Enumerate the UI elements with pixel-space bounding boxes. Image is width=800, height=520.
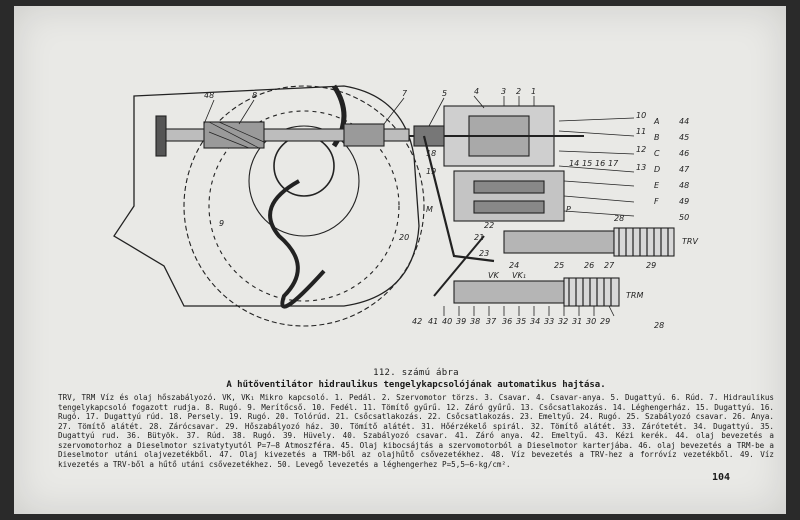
- label-48: 48: [204, 91, 214, 100]
- dip-pipe: [268, 179, 326, 309]
- label-29b: 29: [600, 317, 610, 326]
- label-8: 8: [252, 91, 257, 100]
- label-31: 31: [572, 317, 582, 326]
- label-3: 3: [501, 87, 506, 96]
- hand-wheel: [155, 115, 167, 157]
- flow-48: 48: [679, 181, 689, 190]
- label-34: 34: [530, 317, 540, 326]
- label-20: 20: [399, 233, 409, 242]
- scanned-page: 48 8 7 5 4 3 2 1 10 11 12 13 A B C D E F…: [14, 6, 786, 514]
- flow-a: A: [653, 117, 659, 126]
- flow-50: 50: [679, 213, 689, 222]
- label-11: 11: [636, 127, 646, 136]
- thermostat-trm: [453, 280, 565, 304]
- fan-ring-outer: [183, 85, 425, 327]
- label-24: 24: [509, 261, 519, 270]
- label-39: 39: [456, 317, 466, 326]
- label-15: 15: [582, 159, 592, 168]
- label-p: P: [566, 205, 571, 214]
- figure-legend: TRV, TRM Víz és olaj hőszabályozó. VK, V…: [58, 393, 774, 469]
- label-m: M: [426, 205, 433, 214]
- label-36: 36: [502, 317, 512, 326]
- label-trm: TRM: [626, 291, 643, 300]
- label-12: 12: [636, 145, 646, 154]
- flow-47: 47: [679, 165, 690, 174]
- figure-caption: 112. számú ábra A hűtőventilátor hidraul…: [58, 368, 774, 469]
- label-14: 14: [569, 159, 579, 168]
- label-21: 21: [474, 233, 484, 242]
- label-7: 7: [402, 89, 408, 98]
- label-29a: 29: [646, 261, 656, 270]
- label-40: 40: [442, 317, 452, 326]
- flow-49: 49: [679, 197, 689, 206]
- label-37: 37: [486, 317, 497, 326]
- linkage-rod: [422, 135, 495, 263]
- label-30: 30: [586, 317, 596, 326]
- label-27: 27: [604, 261, 615, 270]
- flow-45: 45: [679, 133, 689, 142]
- housing-outline: [113, 85, 420, 307]
- label-35: 35: [516, 317, 526, 326]
- label-33: 33: [544, 317, 554, 326]
- label-9: 9: [219, 219, 224, 228]
- label-5: 5: [442, 89, 447, 98]
- technical-drawing: 48 8 7 5 4 3 2 1 10 11 12 13 A B C D E F…: [113, 84, 698, 330]
- label-17: 17: [608, 159, 619, 168]
- label-32: 32: [558, 317, 568, 326]
- page-number: 104: [711, 472, 730, 483]
- label-25: 25: [554, 261, 564, 270]
- label-vk: VK: [488, 271, 499, 280]
- flow-44: 44: [679, 117, 689, 126]
- flow-e: E: [654, 181, 660, 190]
- label-28b: 28: [654, 321, 664, 330]
- figure-title: A hűtőventilátor hidraulikus tengelykapc…: [226, 380, 606, 390]
- label-16: 16: [595, 159, 605, 168]
- figure-number: 112. számú ábra: [373, 368, 459, 378]
- label-26: 26: [584, 261, 594, 270]
- label-28a: 28: [614, 214, 624, 223]
- label-38: 38: [470, 317, 480, 326]
- flow-d: D: [654, 165, 660, 174]
- label-13: 13: [636, 163, 646, 172]
- label-vk1: VK₁: [512, 271, 526, 280]
- label-42: 42: [412, 317, 422, 326]
- fan-ring-inner: [248, 125, 360, 237]
- label-2: 2: [516, 87, 521, 96]
- flow-b: B: [654, 133, 660, 142]
- label-41: 41: [428, 317, 438, 326]
- flow-f: F: [654, 197, 659, 206]
- label-1: 1: [531, 87, 536, 96]
- label-trv: TRV: [682, 237, 698, 246]
- label-18: 18: [426, 149, 436, 158]
- label-22: 22: [484, 221, 494, 230]
- fan-ring-middle: [208, 110, 400, 302]
- fan-hub: [273, 135, 335, 197]
- label-4: 4: [474, 87, 479, 96]
- label-23: 23: [479, 249, 489, 258]
- thermostat-trv: [503, 230, 615, 254]
- flow-c: C: [654, 149, 660, 158]
- label-10: 10: [636, 111, 646, 120]
- flow-46: 46: [679, 149, 689, 158]
- label-19: 19: [426, 167, 436, 176]
